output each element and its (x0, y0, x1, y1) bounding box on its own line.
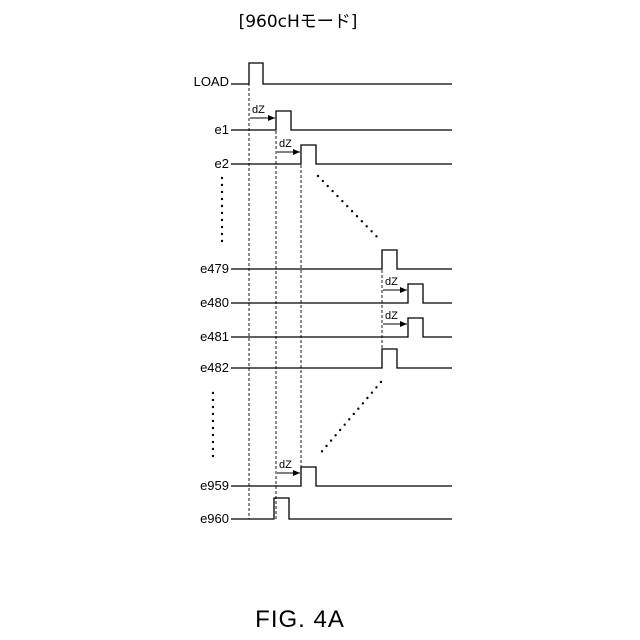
signal-label-e2: e2 (215, 156, 229, 171)
waveform-e960 (231, 498, 452, 519)
delay-label: dZ (385, 310, 398, 322)
signal-label-e959: e959 (200, 478, 229, 493)
waveform-load (231, 63, 452, 84)
signal-label-e481: e481 (200, 329, 229, 344)
waveform-e2 (231, 145, 452, 164)
delay-label: dZ (252, 104, 265, 116)
waveform-e479 (231, 250, 452, 269)
signal-label-e479: e479 (200, 261, 229, 276)
signal-label-e480: e480 (200, 295, 229, 310)
diagram-title: [960cHモード] (239, 12, 358, 32)
waveform-e959 (231, 467, 452, 486)
ellipsis-dots-upper-diagonal (318, 176, 380, 240)
delay-label: dZ (385, 276, 398, 288)
waveform-e480 (231, 284, 452, 303)
figure-caption: FIG. 4A (255, 606, 345, 633)
delay-label: dZ (279, 459, 292, 471)
signal-label-load: LOAD (194, 74, 229, 89)
waveform-e481 (231, 318, 452, 337)
ellipsis-dots-lower-diagonal (318, 382, 381, 456)
signal-label-e482: e482 (200, 360, 229, 375)
signal-label-e960: e960 (200, 511, 229, 526)
signal-label-e1: e1 (215, 122, 229, 137)
delay-label: dZ (279, 138, 292, 150)
waveform-e482 (231, 349, 452, 368)
